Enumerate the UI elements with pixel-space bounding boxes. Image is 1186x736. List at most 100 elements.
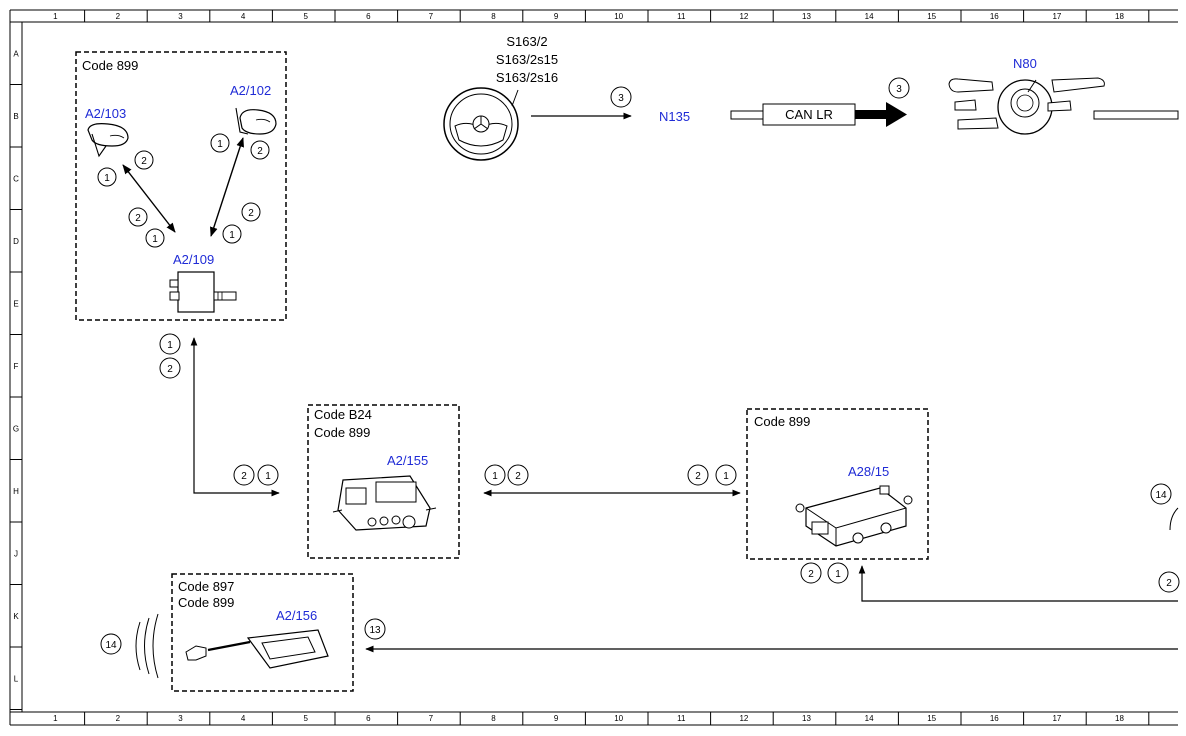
mirror-icon-left [87,123,129,158]
svg-text:14: 14 [1155,490,1167,501]
control-unit-a2-155-icon [332,475,437,531]
svg-text:2: 2 [135,213,141,224]
column-label: 3 [178,12,183,21]
control-unit-a2-109-icon [169,271,237,313]
row-label: G [13,424,19,433]
column-label: 13 [802,714,811,723]
signal-marker: 14 [1150,483,1172,505]
component-label-a2-102: A2/102 [230,83,271,98]
signal-marker: 1 [484,464,506,486]
switch-label-3: S163/2s16 [496,70,558,85]
component-label-n80: N80 [1013,56,1037,71]
column-label: 13 [802,12,811,21]
column-label: 16 [990,714,999,723]
column-label: 7 [429,12,434,21]
control-unit-a28-15-icon [795,485,913,547]
row-label: H [13,487,19,496]
signal-marker: 2 [1158,571,1180,593]
row-label: B [13,112,18,121]
column-label: 10 [614,714,623,723]
row-label: A [13,49,19,58]
column-label: 7 [429,714,434,723]
column-label: 8 [491,12,496,21]
signal-marker: 3 [610,86,632,108]
svg-text:1: 1 [229,230,235,241]
row-label: E [13,299,18,308]
column-label: 2 [116,12,121,21]
column-label: 5 [303,714,308,723]
column-label: 17 [1052,12,1061,21]
column-label: 11 [677,12,686,21]
svg-text:13: 13 [369,625,381,636]
component-label-a2-103: A2/103 [85,106,126,121]
signal-marker: 2 [128,207,148,227]
column-label: 6 [366,714,371,723]
group-code-label: Code 899 [82,58,138,73]
signal-marker: 1 [159,333,181,355]
column-label: 18 [1115,714,1124,723]
signal-marker: 2 [233,464,255,486]
steering-wheel-section: S163/2 S163/2s15 S163/2s16 3 N135 CAN LR… [443,34,1179,161]
component-label-a2-155: A2/155 [387,453,428,468]
signal-marker: 2 [134,150,154,170]
signal-marker: 1 [210,133,230,153]
svg-text:2: 2 [241,471,247,482]
svg-text:2: 2 [808,569,814,580]
can-bus-label: CAN LR [785,107,833,122]
group-code-label-1: Code B24 [314,407,372,422]
row-label: D [13,237,19,246]
column-label: 3 [178,714,183,723]
svg-text:1: 1 [152,234,158,245]
svg-text:1: 1 [167,340,173,351]
column-label: 6 [366,12,371,21]
svg-text:2: 2 [695,471,701,482]
svg-text:2: 2 [141,156,147,167]
steering-column-module-icon [948,77,1105,135]
column-label: 18 [1115,12,1124,21]
row-label: L [14,674,19,683]
svg-text:1: 1 [265,471,271,482]
svg-text:3: 3 [618,93,624,104]
svg-text:1: 1 [723,471,729,482]
column-label: 8 [491,714,496,723]
signal-marker: 1 [222,224,242,244]
group-middle: Code B24 Code 899 A2/155 [307,404,460,559]
group-code-label: Code 899 [754,414,810,429]
svg-text:2: 2 [167,364,173,375]
group-right: Code 899 A28/15 [746,408,929,560]
column-label: 9 [554,12,559,21]
signal-marker: 13 [364,618,386,640]
column-label: 14 [865,12,874,21]
signal-marker: 2 [250,140,270,160]
svg-text:14: 14 [105,640,117,651]
signal-marker: 14 [100,633,122,655]
switch-label-2: S163/2s15 [496,52,558,67]
column-label: 5 [303,12,308,21]
connection-lines [190,337,1179,653]
signal-marker: 2 [687,464,709,486]
component-label-n135: N135 [659,109,690,124]
column-label: 16 [990,12,999,21]
svg-text:2: 2 [248,208,254,219]
svg-text:1: 1 [492,471,498,482]
switch-label-1: S163/2 [506,34,547,49]
steering-wheel-icon [443,87,519,161]
component-label-a2-109: A2/109 [173,252,214,267]
group-code-label-2: Code 899 [178,595,234,610]
signal-marker: 1 [715,464,737,486]
signal-marker: 3 [888,77,910,99]
signal-marker: 2 [159,357,181,379]
group-bottom: Code 897 Code 899 A2/156 14 [100,573,354,692]
column-label: 4 [241,12,246,21]
column-label: 12 [739,714,748,723]
signal-marker: 2 [800,562,822,584]
svg-text:2: 2 [257,146,263,157]
signal-marker: 2 [507,464,529,486]
group-code-label-1: Code 897 [178,579,234,594]
svg-text:1: 1 [835,569,841,580]
row-label: F [14,362,19,371]
column-label: 1 [53,12,58,21]
column-label: 4 [241,714,246,723]
